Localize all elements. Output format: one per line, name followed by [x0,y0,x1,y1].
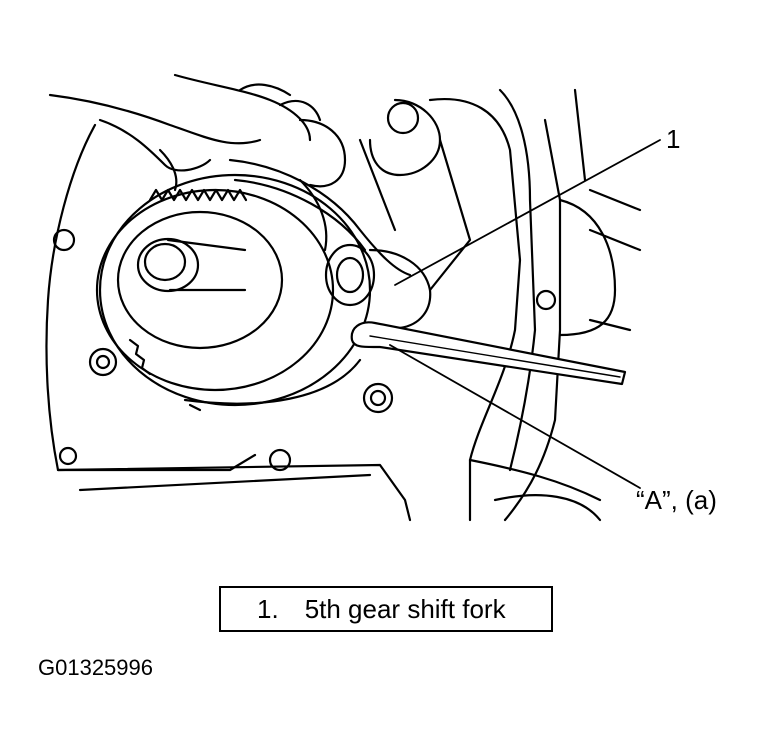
callout-point-a: “A”, (a) [636,485,717,515]
leader-line-point-a [389,344,641,489]
legend-box: 1. 5th gear shift fork [219,586,553,632]
leader-line-part-1 [394,139,661,286]
fifth-gear [95,173,372,412]
legend-entry: 1. 5th gear shift fork [257,596,506,622]
bolt-holes [52,228,557,472]
transmission-illustration [45,73,661,522]
callout-part-1: 1 [666,124,681,154]
case-outline [45,88,642,522]
leader-lines [389,139,661,489]
legend-number: 1. [257,594,279,624]
shift-fork [228,98,472,330]
figure-id: G01325996 [38,655,153,680]
hand [48,73,347,192]
legend-label: 5th gear shift fork [304,594,506,624]
feeler-gauge [350,321,627,386]
